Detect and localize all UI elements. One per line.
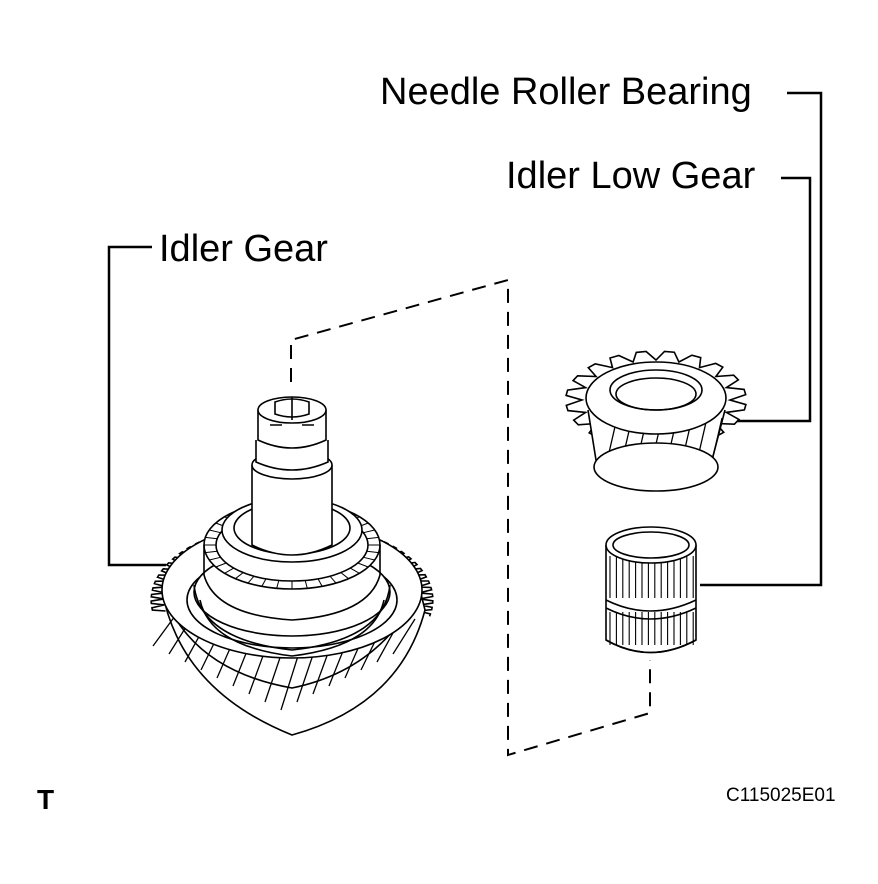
leader-needle-roller-bearing: [700, 91, 823, 587]
idler-low-gear-drawing: [565, 350, 747, 492]
idler-gear-drawing: [150, 396, 434, 736]
figure-code: C115025E01: [726, 785, 836, 806]
label-idler-low-gear: Idler Low Gear: [506, 155, 756, 197]
leader-idler-gear: [107, 245, 166, 567]
label-idler-gear: Idler Gear: [159, 228, 328, 270]
leader-idler-low-gear: [727, 176, 812, 423]
assembly-dashed-lines: [290, 278, 651, 757]
needle-roller-bearing-drawing: [605, 526, 697, 654]
corner-mark: T: [37, 784, 55, 815]
label-needle-roller-bearing: Needle Roller Bearing: [380, 71, 752, 113]
